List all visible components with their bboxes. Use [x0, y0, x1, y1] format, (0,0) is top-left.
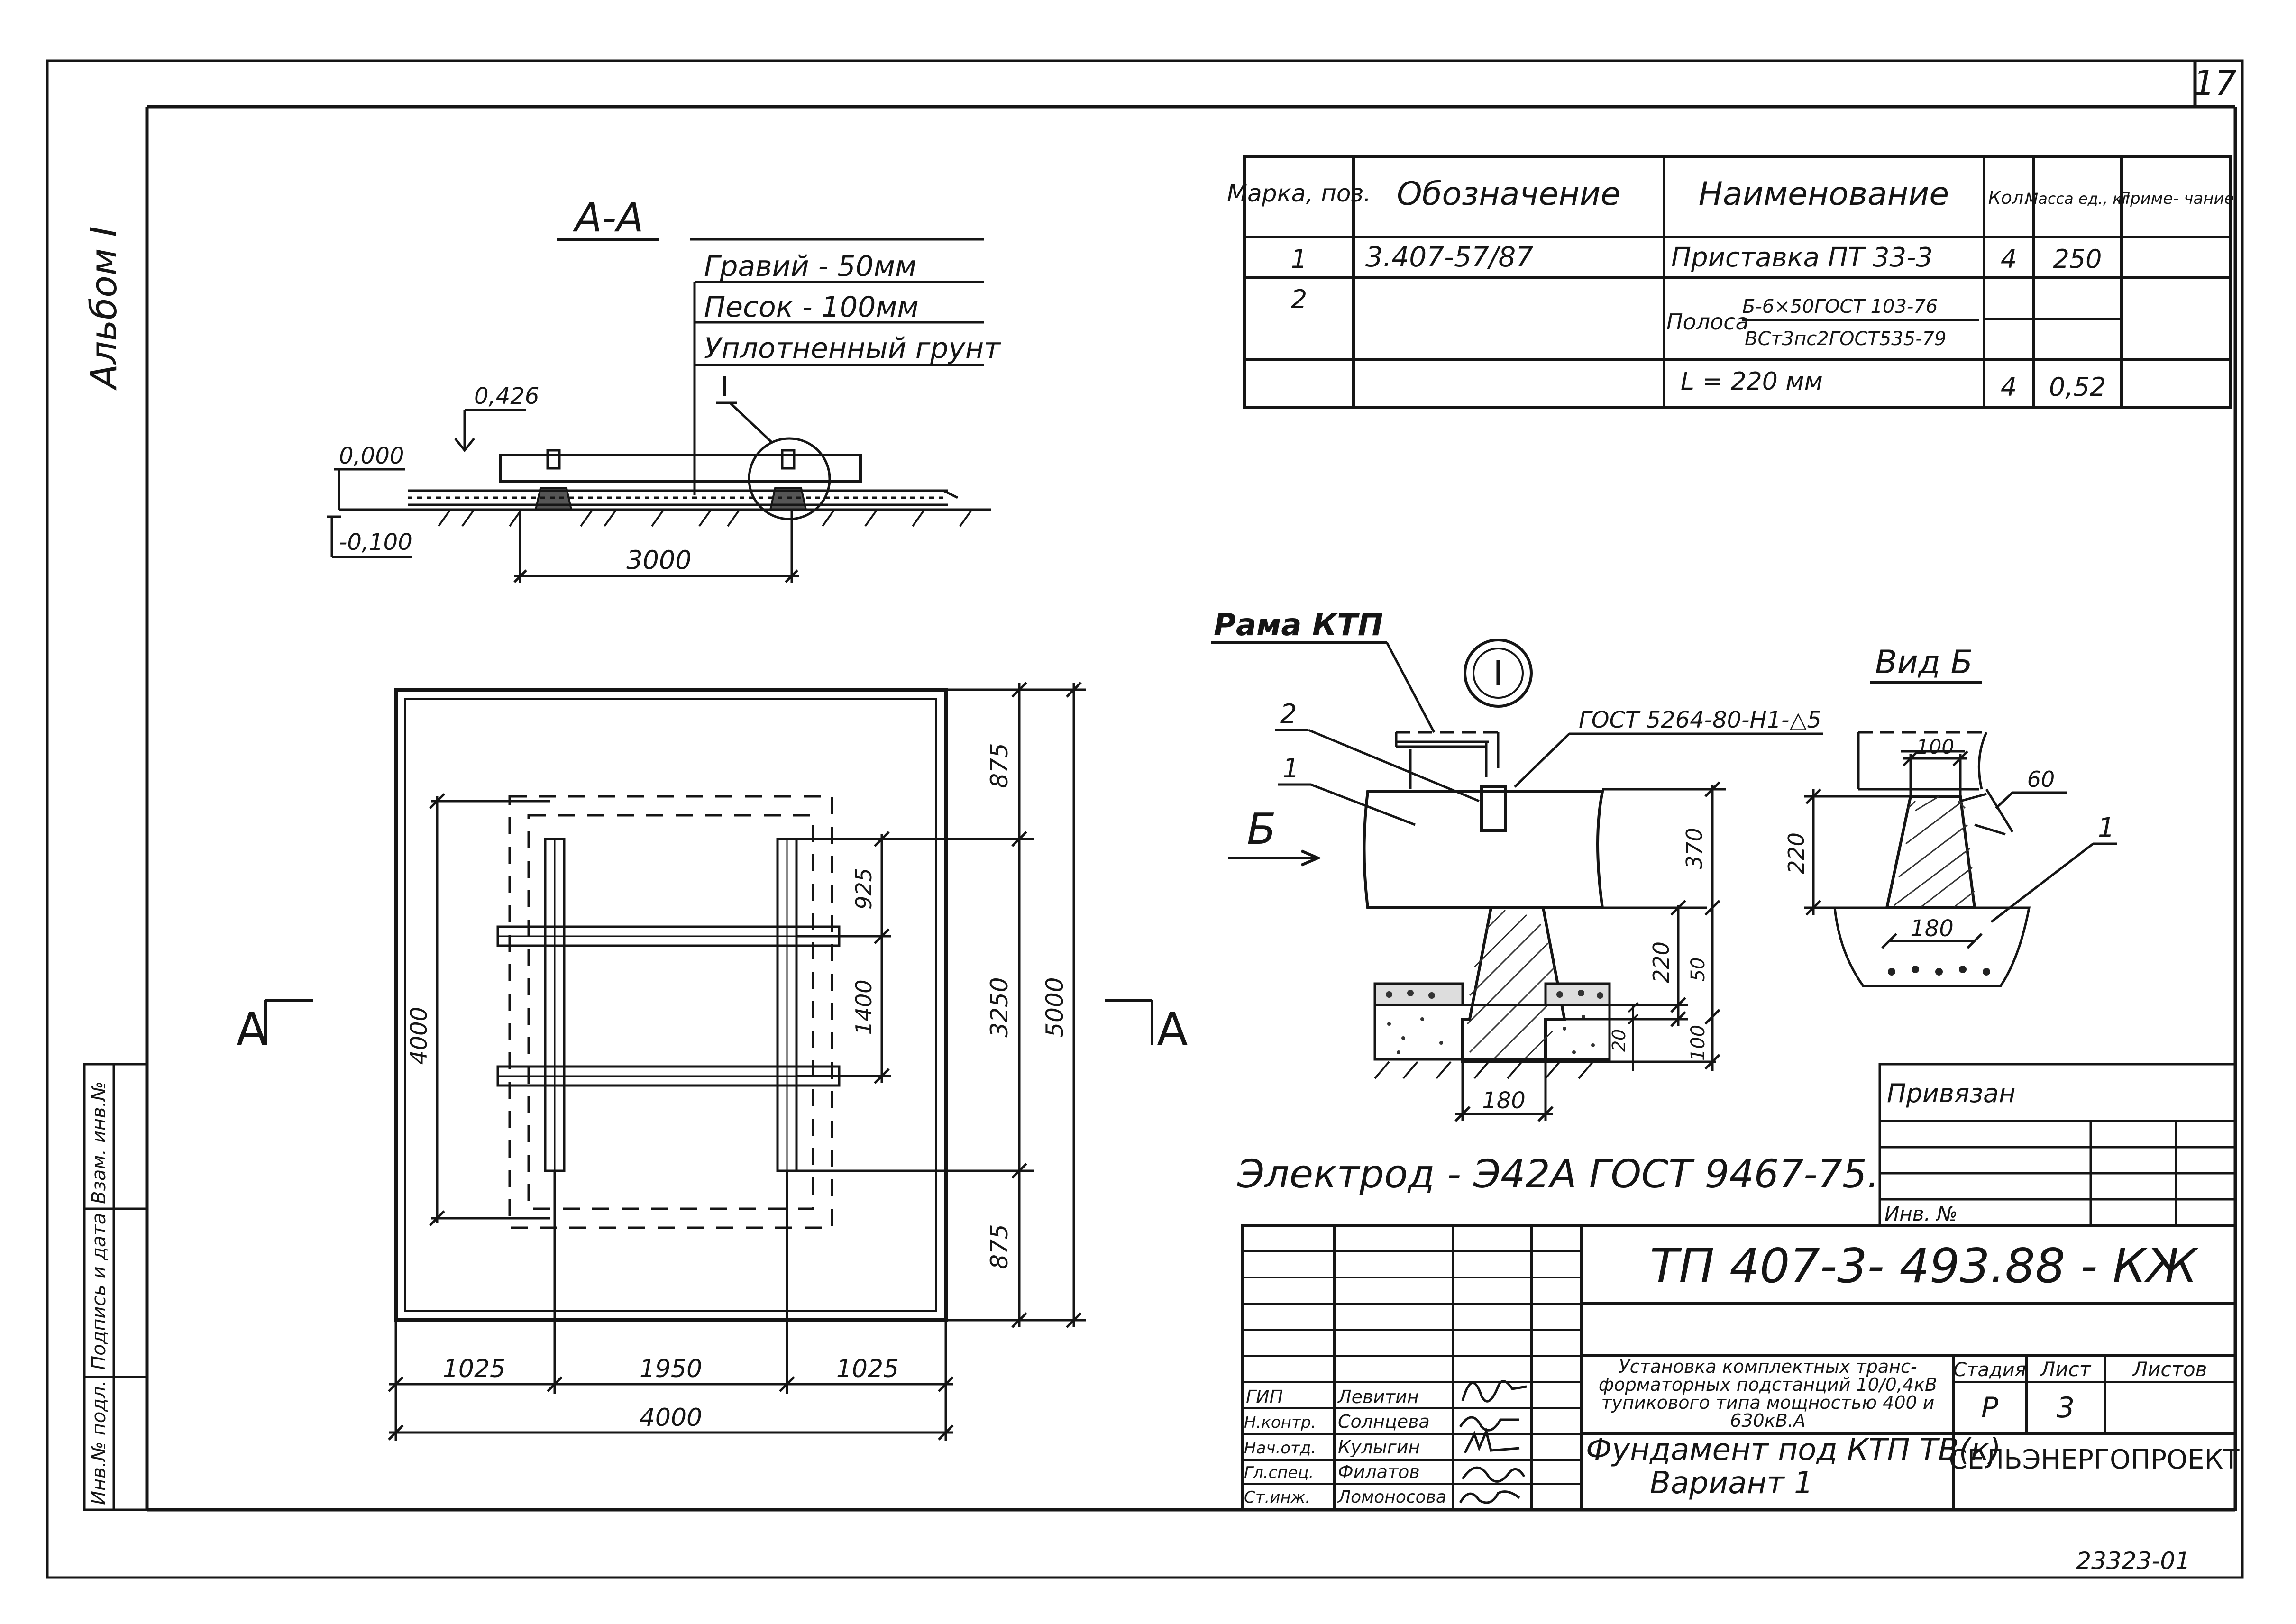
dim-bottom-4000: 4000 [640, 1404, 702, 1432]
layer-gravel: Гравий - 50мм [704, 250, 916, 283]
project-description: Установка комплектных транс- форматорных… [1598, 1357, 1938, 1431]
weld-note: ГОСТ 5264-80-Н1-△5 [1579, 707, 1821, 733]
detail-dim-50: 50 [1687, 958, 1709, 982]
detail-pos-1: 1 [1282, 753, 1299, 784]
dim-right-3250: 3250 [986, 977, 1013, 1037]
dim-3000: 3000 [626, 545, 691, 575]
dim-bottom-1025-right: 1025 [836, 1355, 899, 1383]
spec-row3-qty: 4 [2001, 372, 2017, 402]
sig-role-2: Нач.отд. [1244, 1439, 1316, 1458]
section-mark-left: А [236, 1003, 267, 1056]
detail-dim-370: 370 [1682, 828, 1707, 869]
sheets-label: Листов [2132, 1358, 2207, 1381]
sig-role-0: ГИП [1246, 1387, 1283, 1407]
sig-role-3: Гл.спец. [1244, 1463, 1314, 1482]
callout-i-label: I [721, 372, 729, 402]
sig-role-4: Ст.инж. [1244, 1488, 1310, 1507]
view-b-dim-100: 100 [1916, 735, 1954, 758]
spec-header-qty: Кол. [1988, 187, 2030, 208]
layer-sand: Песок - 100мм [704, 291, 919, 324]
detail-dim-180: 180 [1482, 1087, 1526, 1114]
view-b-pos-1: 1 [2098, 812, 2115, 843]
sheet-label: Лист [2040, 1358, 2092, 1381]
spec-row2-mark: 2 [1291, 284, 1307, 314]
foundation-plan: 4000 875 3250 875 [236, 682, 1188, 1441]
sig-name-1: Солнцева [1338, 1411, 1430, 1432]
spec-row2-name-prefix: Полоса [1666, 309, 1749, 335]
title-code: ТП 407-3- 493.88 - КЖ [1650, 1238, 2199, 1294]
spec-row1-qty: 4 [2001, 244, 2017, 274]
dim-inner-925: 925 [851, 868, 877, 910]
strip-inv-podl: Инв.№ подл. [88, 1380, 110, 1505]
spec-header-mark: Марка, поз. [1227, 180, 1371, 207]
spec-header-note: Приме- чание [2118, 189, 2234, 208]
spec-row3-name: L = 220 мм [1681, 367, 1823, 396]
left-stamp-strip [83, 1063, 148, 1511]
stage-label: Стадия [1953, 1359, 2026, 1381]
dim-inner-1400: 1400 [851, 979, 877, 1035]
elev-bottom: -0,100 [339, 529, 412, 556]
sheet-frame [46, 59, 2244, 1579]
detail-dim-20: 20 [1609, 1029, 1629, 1052]
sig-name-0: Левитин [1337, 1387, 1419, 1407]
elev-zero: 0,000 [339, 443, 404, 469]
spec-row1-mass: 250 [2053, 244, 2102, 274]
section-aa: А-А Гравий - 50мм Песок - 100мм Уплотнен… [327, 194, 1001, 583]
spec-row1-mark: 1 [1291, 244, 1307, 274]
spec-header-designation: Обозначение [1397, 175, 1620, 213]
dim-right-5000: 5000 [1041, 977, 1069, 1037]
layer-soil: Уплотненный грунт [704, 332, 1001, 365]
section-mark-right: А [1157, 1003, 1188, 1056]
strip-vzam-inv: Взам. инв.№ [88, 1081, 110, 1204]
elev-top: 0,426 [474, 383, 539, 410]
spec-row2-name-bottom: ВСт3пс2ГОСТ535-79 [1745, 328, 1947, 350]
spec-header-mass: Масса ед., кг [2025, 190, 2130, 208]
view-b-dim-180: 180 [1910, 915, 1954, 942]
sheet-value: 3 [2057, 1391, 2075, 1424]
sig-name-2: Кулыгин [1338, 1437, 1420, 1458]
organization-name: СЕЛЬЭНЕРГОПРОЕКТ [1949, 1444, 2240, 1475]
sig-name-3: Филатов [1338, 1461, 1420, 1482]
spec-row3-mass: 0,52 [2049, 372, 2106, 402]
sig-role-1: Н.контр. [1244, 1413, 1316, 1432]
title-block [1241, 1224, 2237, 1511]
detail-pos-2: 2 [1280, 699, 1297, 730]
view-b-dim-60: 60 [2027, 766, 2055, 792]
section-aa-title: А-А [572, 194, 643, 241]
detail-dim-100: 100 [1687, 1025, 1709, 1061]
strip-signature-date: Подпись и дата [88, 1213, 110, 1370]
frame-ktp-label: Рама КТП [1214, 608, 1383, 643]
binding-inv: Инв. № [1884, 1202, 1958, 1225]
dim-right-875-bottom: 875 [986, 1224, 1013, 1269]
sheet-title-line2: Вариант 1 [1650, 1466, 1813, 1501]
spec-table [1243, 155, 2232, 409]
view-b-title: Вид Б [1875, 644, 1973, 681]
binding-title: Привязан [1887, 1078, 2015, 1108]
sheet-number: 17 [2193, 63, 2237, 103]
stage-value: Р [1981, 1391, 1999, 1424]
dim-bottom-1025-left: 1025 [443, 1355, 505, 1383]
detail-i: Рама КТП I ГОСТ 5264-80-Н1-△5 2 1 Б [1211, 608, 1823, 1122]
album-label: Альбом I [82, 226, 125, 391]
dim-bottom-1950: 1950 [640, 1355, 702, 1383]
spec-row1-name: Приставка ПТ 33-3 [1671, 242, 1933, 273]
view-mark-b: Б [1247, 804, 1276, 854]
signature-marks [1459, 1380, 1527, 1504]
detail-dim-220: 220 [1648, 941, 1674, 983]
view-b: Вид Б [1784, 644, 2117, 987]
inventory-number: 23323-01 [2076, 1547, 2190, 1575]
spec-row2-name-top: Б-6×50ГОСТ 103-76 [1742, 296, 1938, 318]
spec-row1-designation: 3.407-57/87 [1365, 241, 1533, 273]
sig-name-4: Ломоносова [1337, 1487, 1446, 1507]
sheet-title-line1: Фундамент под КТП ТВ(к) [1586, 1432, 2001, 1468]
electrode-note: Электрод - Э42А ГОСТ 9467-75. [1237, 1152, 1879, 1197]
detail-i-callout: I [1493, 653, 1503, 693]
view-b-dim-220: 220 [1784, 832, 1809, 874]
dim-left-4000: 4000 [406, 1007, 432, 1065]
dim-right-875-top: 875 [986, 743, 1013, 788]
spec-header-name: Наименование [1699, 175, 1949, 213]
